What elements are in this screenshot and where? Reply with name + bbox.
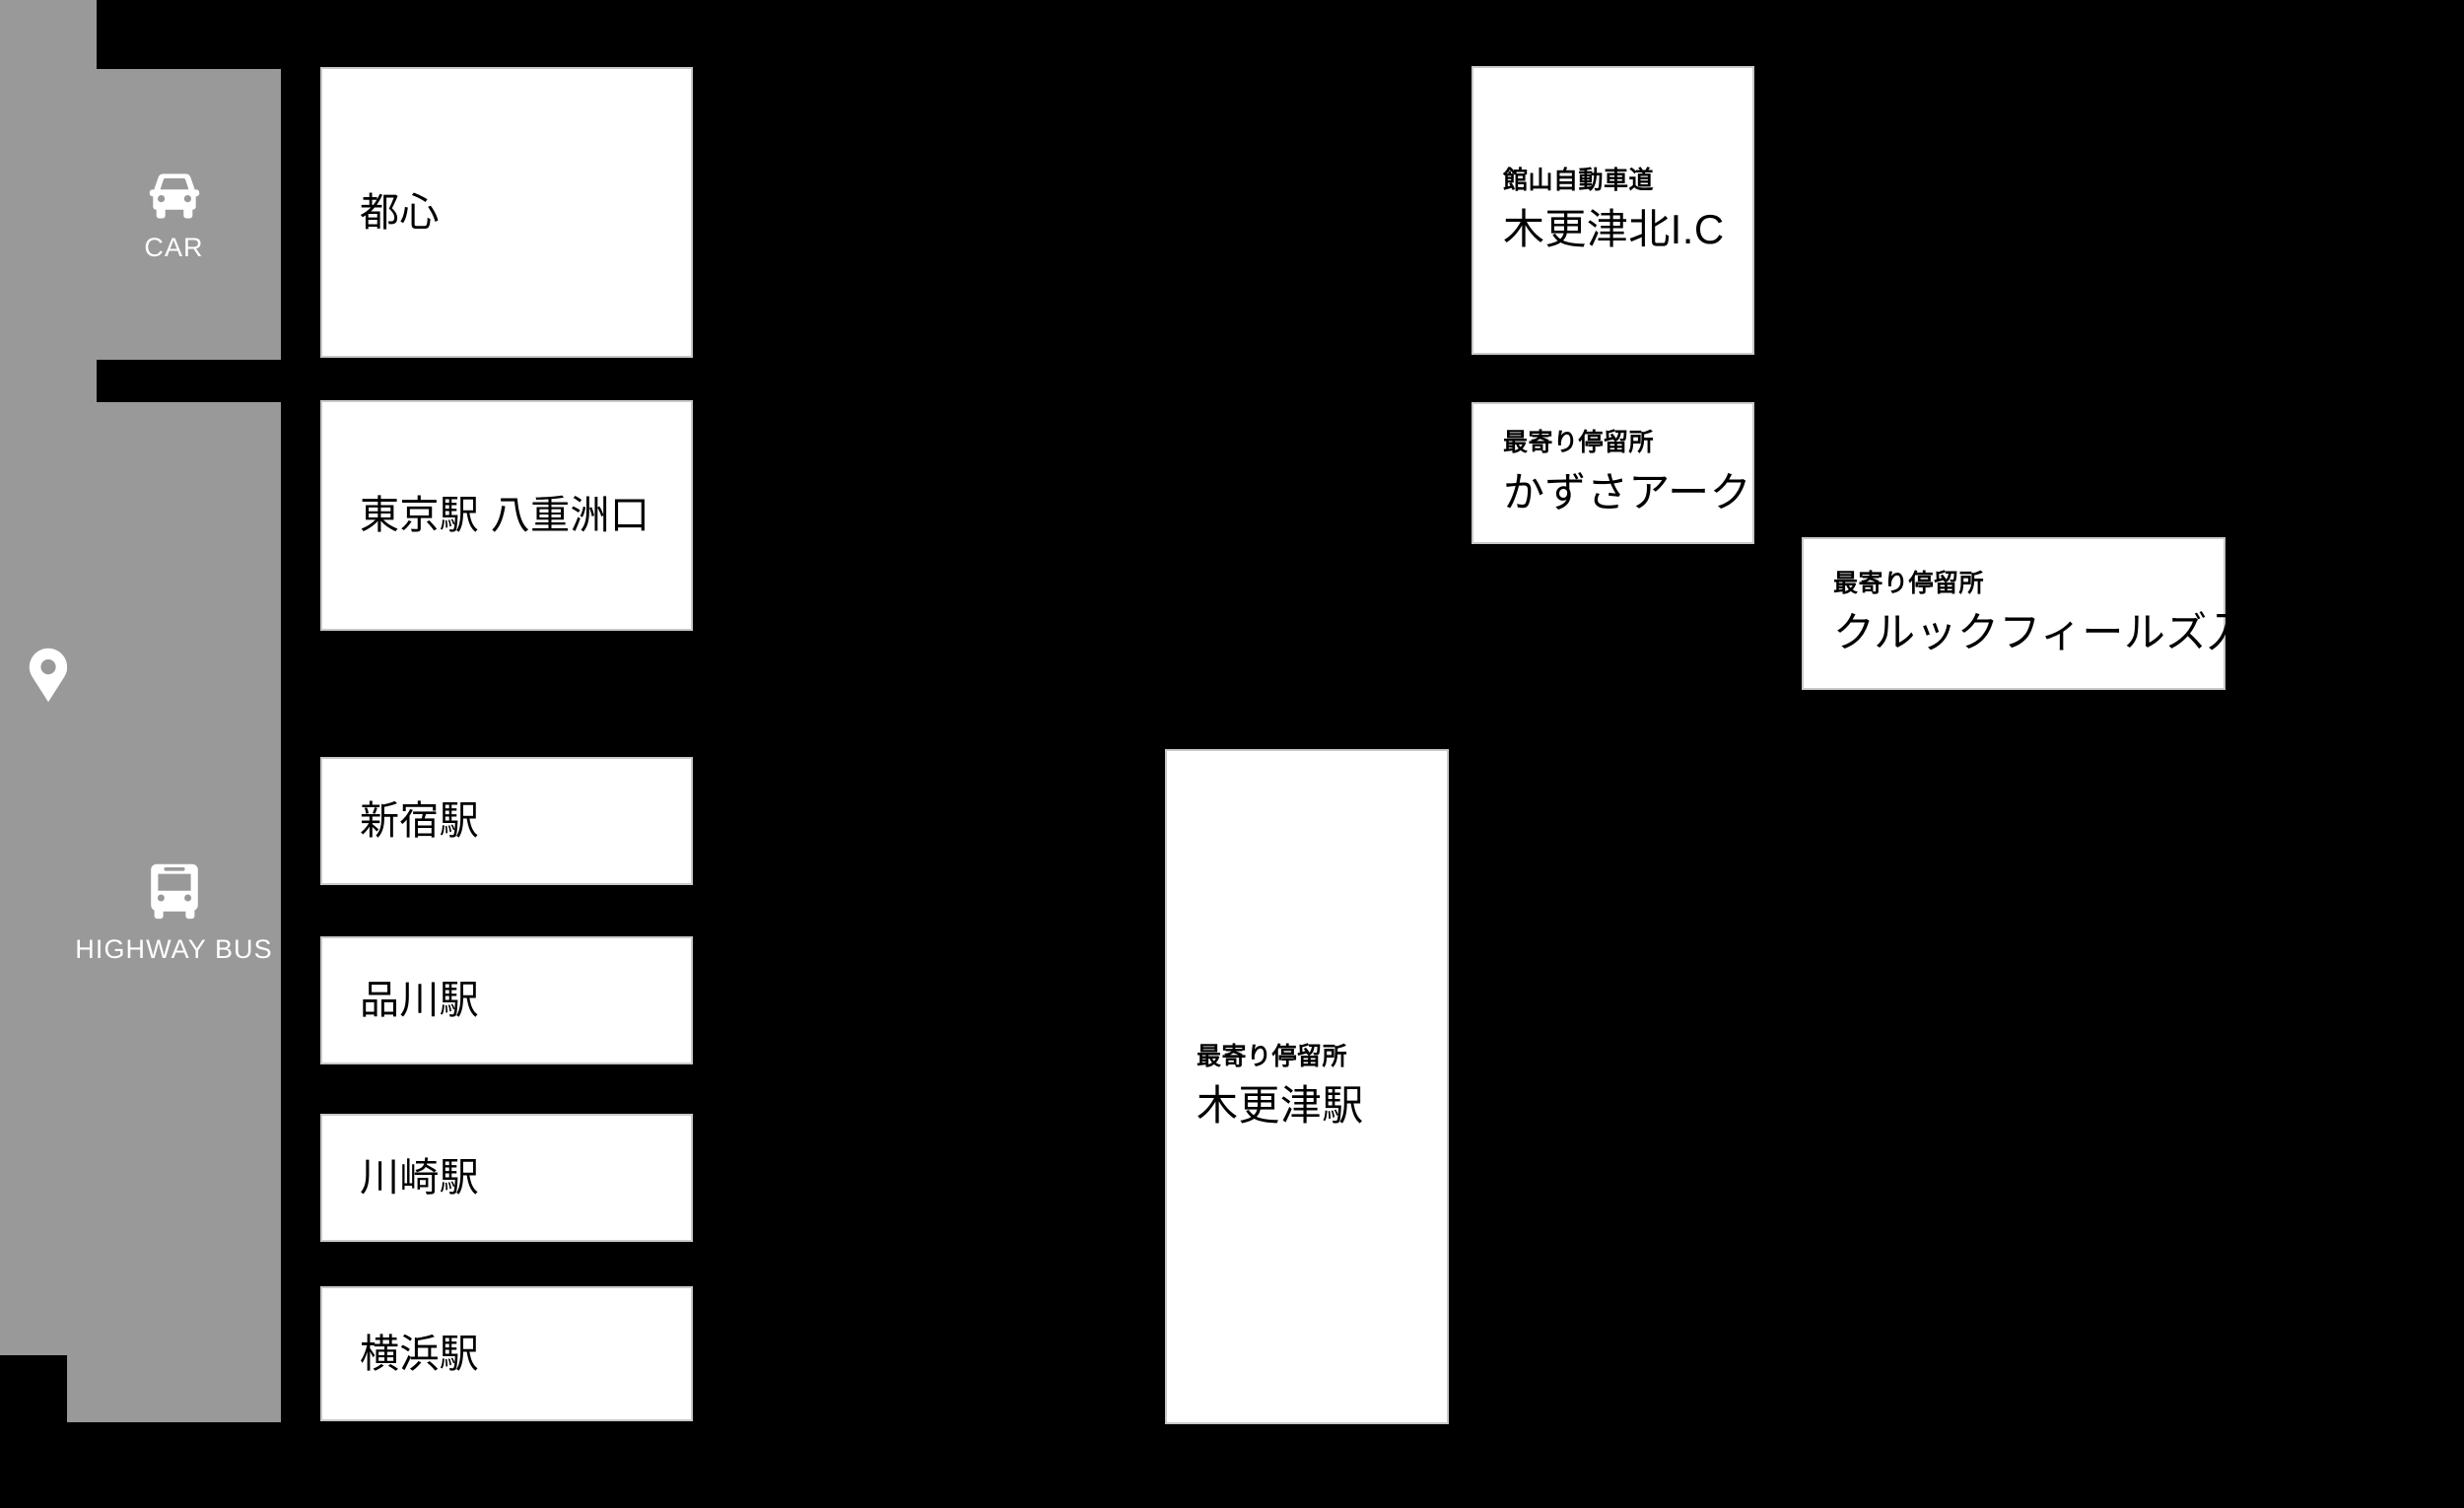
waypoint-subtitle: 館山自動車道 [1503,166,1655,194]
waypoint-title: 木更津駅 [1197,1082,1364,1130]
bus-icon [147,863,202,921]
waypoint-title: 木更津北I.C [1503,206,1725,253]
departure-box-shinjuku: 新宿駅 [320,757,693,885]
departure-title: 横浜駅 [360,1332,480,1376]
mode-label-car: CAR [144,233,204,262]
departure-box-toshin: 都心 [320,67,693,358]
departure-title: 新宿駅 [360,799,480,843]
mode-bar-highway-bus: HIGHWAY BUS [67,402,281,1422]
departure-title: 品川駅 [360,979,480,1022]
waypoint-subtitle: 最寄り停留所 [1833,569,1985,597]
mode-label-highway-bus: HIGHWAY BUS [75,934,273,964]
car-icon [144,173,205,219]
waypoint-subtitle: 最寄り停留所 [1197,1042,1348,1070]
departure-box-tokyo-yaesu: 東京駅 八重洲口 [320,400,693,631]
departure-box-shinagawa: 品川駅 [320,936,693,1064]
departure-box-yokohama: 横浜駅 [320,1286,693,1421]
waypoint-box-kazusa-ark: 最寄り停留所 かずさアーク [1472,402,1754,544]
waypoint-subtitle: 最寄り停留所 [1503,429,1655,457]
map-pin-icon [29,648,68,708]
mode-stack-highway-bus: HIGHWAY BUS [75,863,272,965]
mode-stack-car: CAR [144,173,205,263]
departure-title: 東京駅 八重洲口 [360,494,650,537]
departure-box-kawasaki: 川崎駅 [320,1114,693,1242]
waypoint-box-kurkku-fields-entrance: 最寄り停留所 クルックフィールズ入口 [1802,537,2292,690]
waypoint-box-kisarazu-kita-ic: 館山自動車道 木更津北I.C [1472,66,1754,355]
mode-bar-car: CAR [67,69,281,360]
waypoint-title: クルックフィールズ入口 [1833,609,2292,656]
waypoint-title: かずさアーク [1503,468,1752,515]
departure-title: 都心 [360,190,440,235]
departure-title: 川崎駅 [360,1156,480,1200]
waypoint-box-kisarazu-station: 最寄り停留所 木更津駅 [1165,749,1449,1424]
